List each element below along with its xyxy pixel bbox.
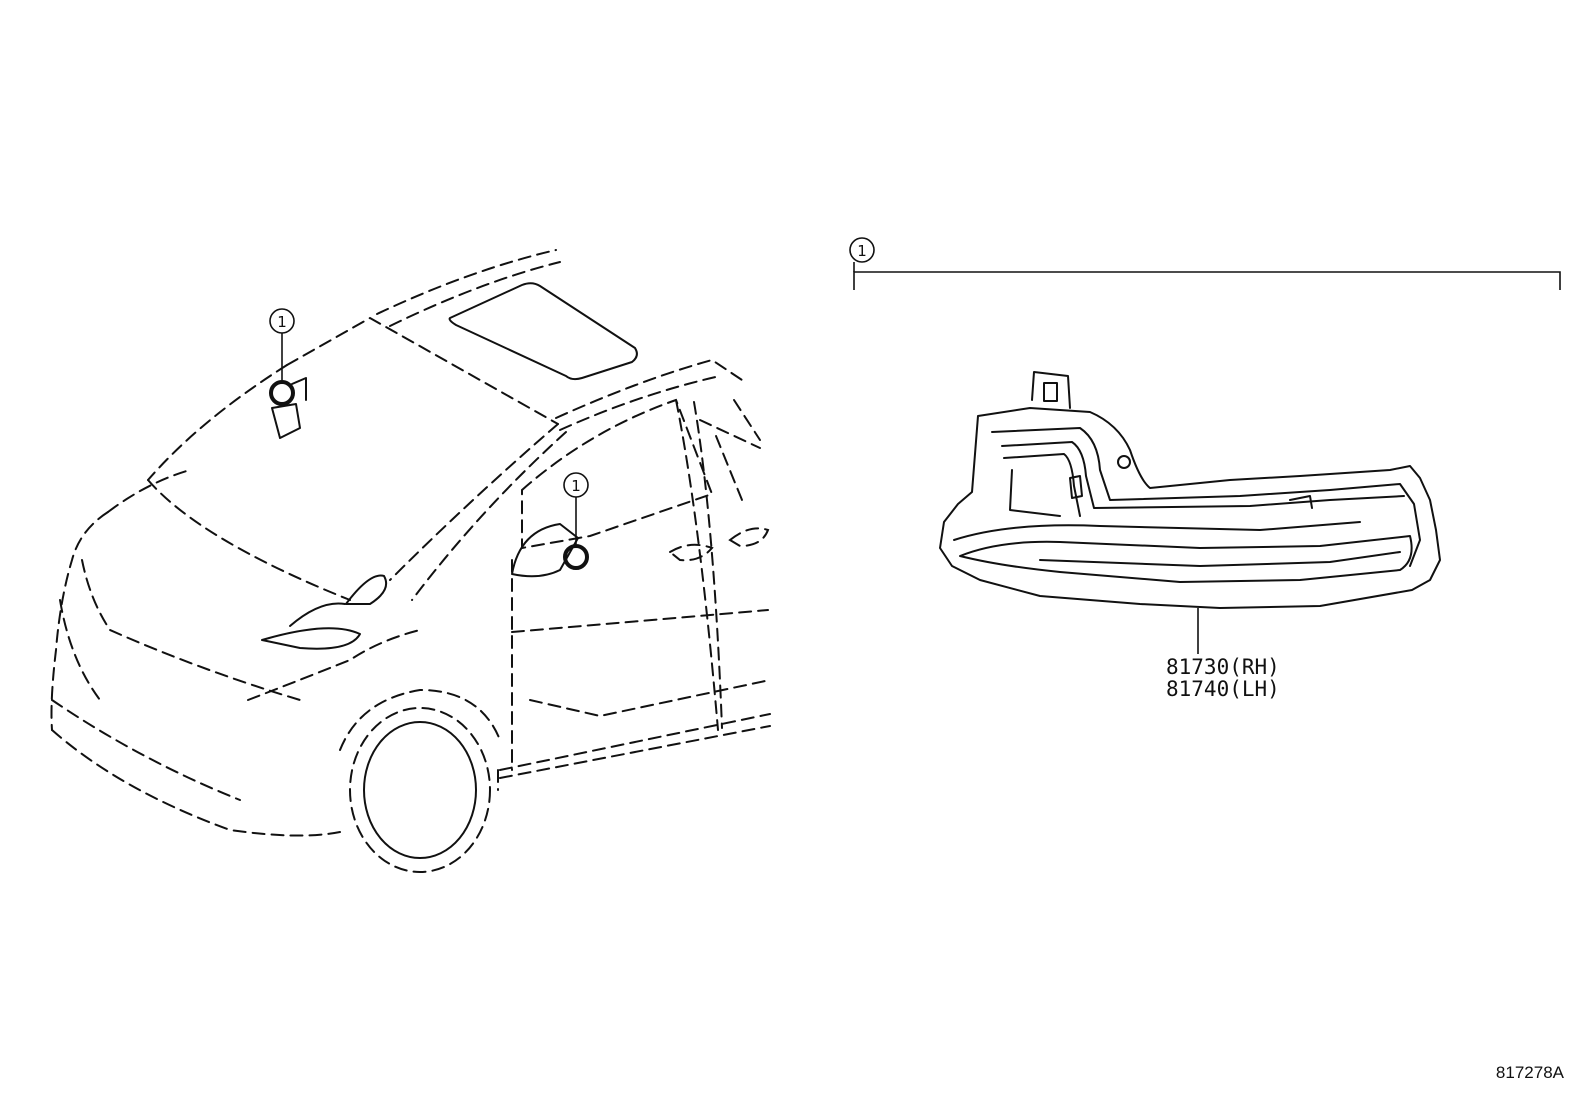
door-mirror-callout-number: 1 — [571, 477, 581, 495]
roof-callout: 1 — [269, 308, 295, 406]
vehicle-outline — [50, 249, 771, 873]
assembly-callout-number: 1 — [857, 242, 867, 260]
door-mirror-callout: 1 — [563, 472, 589, 570]
roof-callout-number: 1 — [277, 313, 287, 331]
part-number-rh: 81730(RH) — [1166, 655, 1280, 679]
side-turn-signal-lamp — [939, 371, 1441, 609]
location-marker-icon — [269, 380, 295, 406]
part-number-lh: 81740(LH) — [1166, 677, 1280, 701]
inner-mirror-sketch — [271, 377, 307, 439]
figure-id: 817278A — [1496, 1063, 1565, 1082]
assembly-bracket: 1 — [849, 237, 1561, 290]
location-marker-icon — [563, 544, 589, 570]
